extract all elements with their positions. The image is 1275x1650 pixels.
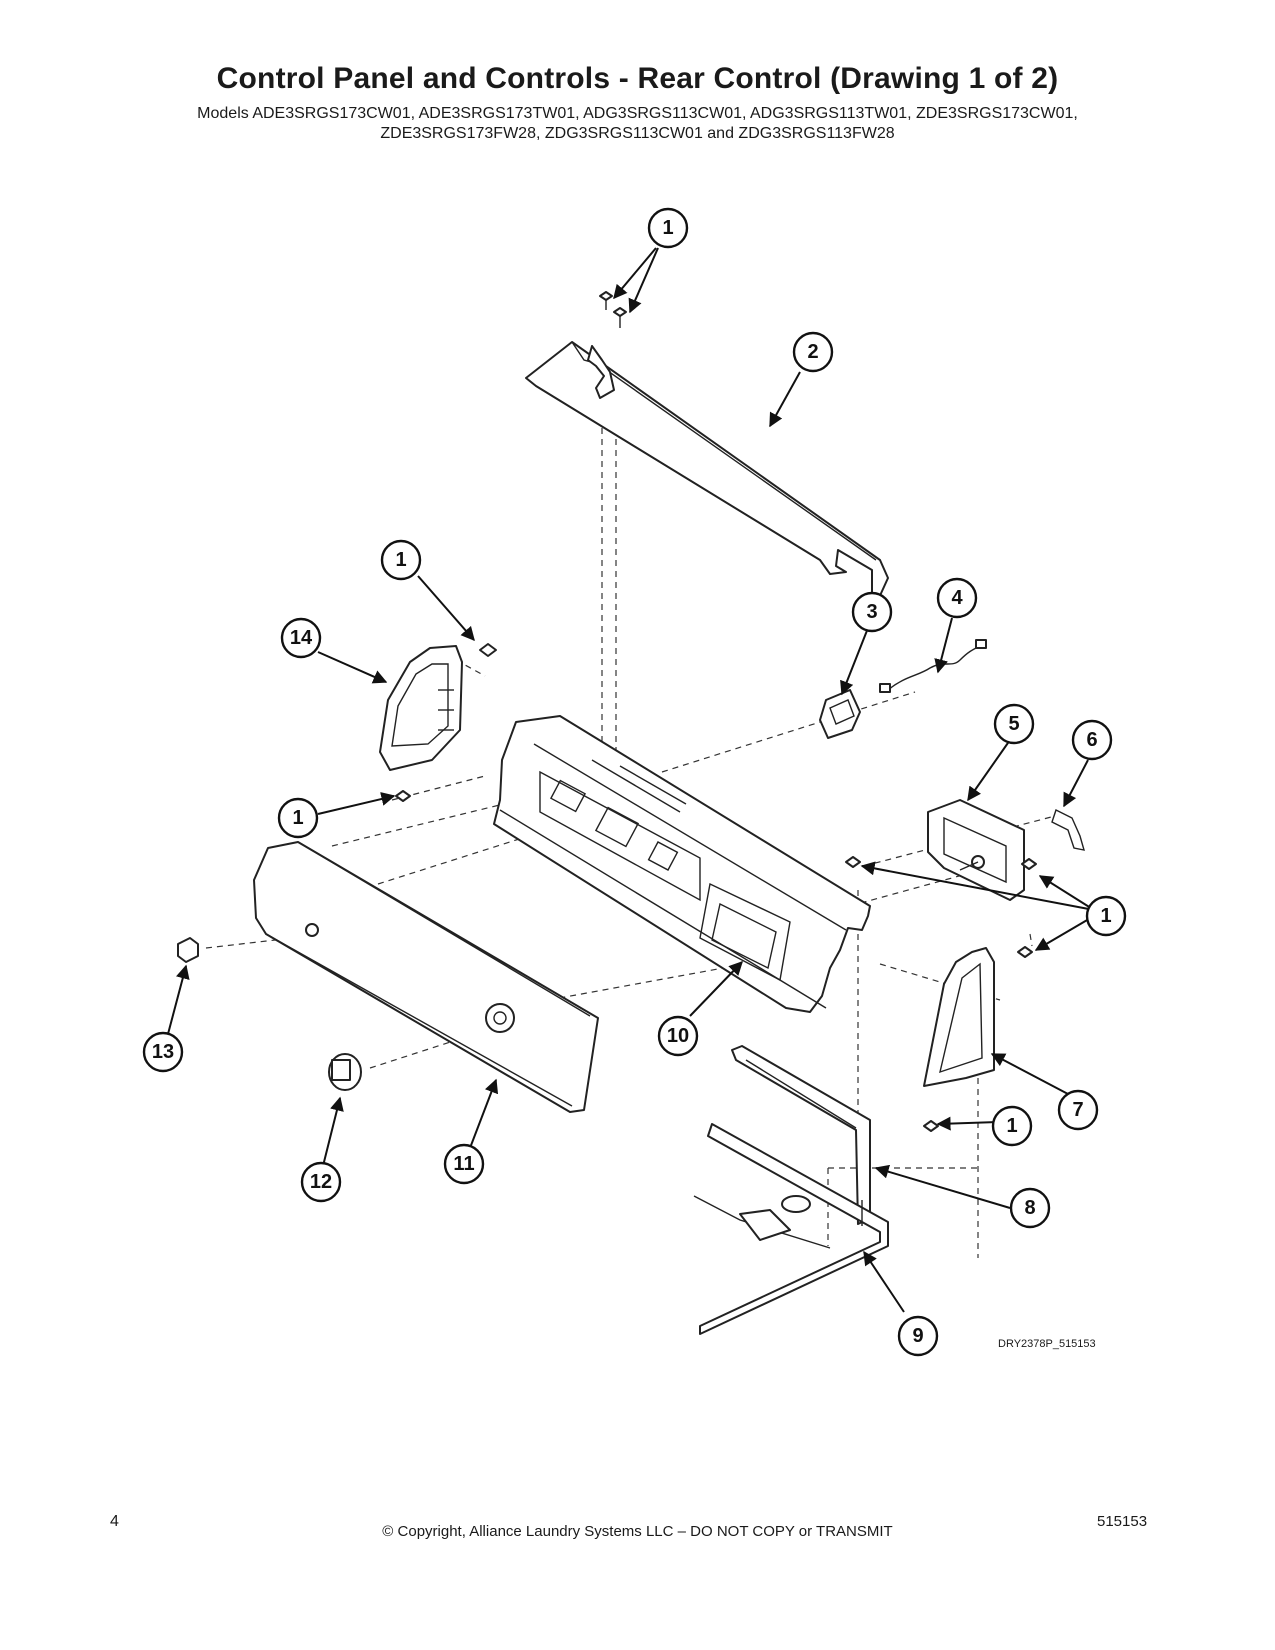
callout-4: 4 xyxy=(936,577,978,619)
part-3-switch xyxy=(819,689,861,739)
svg-text:14: 14 xyxy=(290,627,313,649)
svg-text:2: 2 xyxy=(807,341,818,363)
part-6-bracket-clip xyxy=(1051,809,1085,851)
part-12-button xyxy=(328,1053,362,1091)
part-11-front-panel xyxy=(253,841,599,1113)
svg-text:7: 7 xyxy=(1072,1099,1083,1121)
part-4-wire-harness xyxy=(879,639,987,693)
svg-text:3: 3 xyxy=(866,601,877,623)
callout-14: 14 xyxy=(280,617,322,659)
callout-2: 2 xyxy=(792,331,834,373)
callout-3: 3 xyxy=(851,591,893,633)
leader-lines xyxy=(167,247,1095,1313)
models-line-2: ZDE3SRGS173FW28, ZDG3SRGS113CW01 and ZDG… xyxy=(380,125,895,142)
svg-text:5: 5 xyxy=(1008,713,1019,735)
callout-10: 10 xyxy=(657,1015,699,1057)
callout-12: 12 xyxy=(300,1161,342,1203)
svg-text:4: 4 xyxy=(951,587,963,609)
callout-9: 9 xyxy=(897,1315,939,1357)
callout-8: 8 xyxy=(1009,1187,1051,1229)
models-line-1: Models ADE3SRGS173CW01, ADE3SRGS173TW01,… xyxy=(197,105,1078,122)
callout-11: 11 xyxy=(443,1143,485,1185)
svg-text:1: 1 xyxy=(292,807,303,829)
callout-1-left-top: 1 xyxy=(380,539,422,581)
drawing-code: DRY2378P_515153 xyxy=(998,1338,1096,1350)
svg-text:1: 1 xyxy=(1006,1115,1017,1137)
svg-text:13: 13 xyxy=(152,1041,174,1063)
screw-right-3 xyxy=(1017,946,1033,958)
svg-text:1: 1 xyxy=(662,217,673,239)
page-title: Control Panel and Controls - Rear Contro… xyxy=(216,62,1059,95)
screw-left-lower xyxy=(395,790,411,802)
callout-1-top: 1 xyxy=(647,207,689,249)
part-2-top-channel xyxy=(525,341,889,603)
part-5-control-bracket xyxy=(927,799,1025,901)
callout-13: 13 xyxy=(142,1031,184,1073)
screw-bottom-right xyxy=(923,1120,939,1132)
callout-5: 5 xyxy=(993,703,1035,745)
svg-text:8: 8 xyxy=(1024,1197,1035,1219)
callout-1-right: 1 xyxy=(1085,895,1127,937)
part-13-knob xyxy=(177,937,199,963)
screw-right-1 xyxy=(845,856,861,868)
svg-text:6: 6 xyxy=(1086,729,1097,751)
part-10-control-panel xyxy=(493,715,871,1013)
svg-text:12: 12 xyxy=(310,1171,332,1193)
svg-text:9: 9 xyxy=(912,1325,923,1347)
svg-text:1: 1 xyxy=(395,549,406,571)
document-number: 515153 xyxy=(1097,1513,1148,1530)
screw-left-upper xyxy=(479,643,497,657)
svg-text:1: 1 xyxy=(1100,905,1111,927)
screw-top-1 xyxy=(599,291,613,310)
callout-1-left-bottom: 1 xyxy=(277,797,319,839)
part-7-right-end-cap xyxy=(923,947,995,1087)
part-14-left-end-cap xyxy=(379,645,463,771)
svg-text:11: 11 xyxy=(453,1153,474,1175)
screw-top-2 xyxy=(613,307,627,328)
callout-6: 6 xyxy=(1071,719,1113,761)
screw-right-2 xyxy=(1021,858,1037,870)
page-number: 4 xyxy=(110,1513,119,1530)
callout-7: 7 xyxy=(1057,1089,1099,1131)
models-list: Models ADE3SRGS173CW01, ADE3SRGS173TW01,… xyxy=(0,104,1275,144)
part-9-cabinet-top xyxy=(693,1123,889,1335)
copyright-notice: © Copyright, Alliance Laundry Systems LL… xyxy=(382,1523,893,1540)
svg-text:10: 10 xyxy=(667,1025,689,1047)
callout-1-bottom-right: 1 xyxy=(991,1105,1033,1147)
